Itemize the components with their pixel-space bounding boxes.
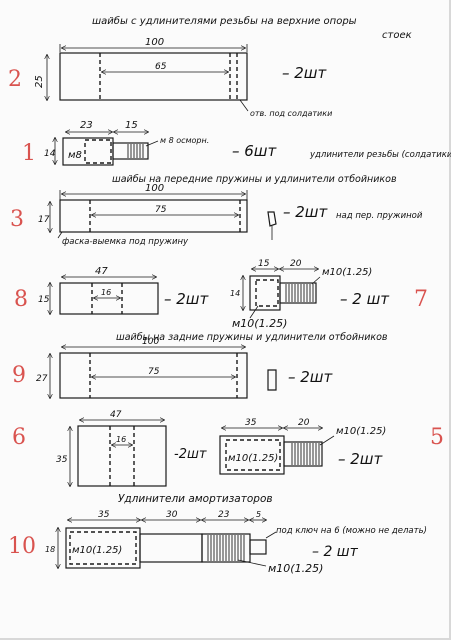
section-7-qty: – 2 шт: [312, 544, 359, 560]
section-1-dim-length: 100: [145, 37, 164, 48]
section-3-qty: – 2шт: [283, 203, 329, 221]
section-5-washer-body: [59, 352, 248, 399]
section-3-note: над пер. пружиной: [336, 211, 423, 221]
section-1-top-washer: шайбы с удлинителями резьбы на верхние о…: [8, 15, 412, 118]
section-5-title: шайбы на задние пружины и удлинители отб…: [116, 332, 388, 343]
section-5-qty: – 2шт: [288, 368, 334, 386]
section-3-dim-length: 100: [145, 183, 164, 194]
section-2-threaded-stud: [112, 142, 149, 160]
section-7-dim-a: 35: [98, 510, 110, 520]
section-6-qty-b: – 2шт: [338, 450, 384, 468]
section-4-thread-b: м10(1.25): [322, 267, 372, 278]
section-3-title: шайбы на передние пружины и удлинители о…: [112, 174, 397, 185]
section-3-front-washer: шайбы на передние пружины и удлинители о…: [10, 174, 423, 247]
section-1-title: шайбы с удлинителями резьбы на верхние о…: [92, 15, 357, 27]
section-7-dim-b: 30: [166, 510, 178, 520]
section-2-dim-a: 23: [80, 120, 93, 131]
section-6-thread-a: м10(1.25): [228, 453, 278, 464]
section-7-body-part: [139, 533, 203, 563]
section-3-washer-body: [59, 199, 248, 233]
section-2-note: удлинители резьбы (солдатики): [309, 150, 451, 160]
section-1-title-cont: стоек: [382, 30, 412, 41]
section-7-hex-end: [249, 539, 267, 555]
section-4-dim-c: 16: [101, 288, 111, 297]
section-5-red-number: 9: [12, 363, 26, 388]
section-5-end-mark: [267, 369, 277, 391]
section-6-dim-b2: 20: [298, 418, 310, 428]
section-4-qty-a: – 2шт: [164, 290, 210, 308]
section-4-extender-head: [249, 275, 281, 311]
section-4-red-number-right: 7: [414, 287, 428, 312]
section-1-red-number: 2: [8, 67, 22, 92]
section-5-dim-inner: 75: [148, 367, 160, 377]
section-6-dim-h: 35: [56, 455, 68, 465]
section-6-extender-stud: [283, 441, 323, 467]
section-6-red-number-right: 5: [430, 425, 444, 450]
section-7-thread-a: м10(1.25): [72, 545, 122, 556]
section-7-note: под ключ на 6 (можно не делать): [276, 526, 427, 536]
section-5-dim-length: 100: [142, 337, 159, 347]
section-7-title: Удлинители амортизаторов: [118, 493, 273, 505]
section-4-dim-h: 15: [38, 295, 50, 305]
section-5-rear-washer: шайбы на задние пружины и удлинители отб…: [12, 332, 388, 398]
section-3-red-number: 3: [10, 207, 24, 232]
section-2-thread-note: м 8 осморн.: [160, 136, 209, 145]
section-3-dim-height: 17: [38, 215, 50, 225]
section-4-qty-b: – 2 шт: [340, 290, 390, 308]
section-7-dim-c: 23: [218, 510, 230, 520]
section-7-thread-b: м10(1.25): [268, 562, 323, 575]
section-6-dim-a: 47: [110, 410, 122, 420]
section-4-dim-bh: 14: [230, 289, 240, 298]
section-2-dim-b: 15: [125, 120, 138, 131]
section-2-qty: – 6шт: [232, 142, 278, 160]
section-7-dim-d: 5: [256, 510, 261, 519]
section-7-red-number: 10: [8, 534, 36, 559]
section-2-dim-h: 14: [44, 149, 56, 159]
section-5-dim-height: 27: [36, 374, 48, 384]
section-2-red-number: 1: [22, 141, 36, 166]
section-4-dim-a: 47: [95, 266, 108, 277]
section-6-dim-b1: 35: [245, 418, 257, 428]
section-2-thread-extender: 1 23 15 14 м8 м 8 осморн. – 6шт удлините…: [22, 120, 451, 166]
section-3-chamfer-mark: [267, 211, 277, 227]
section-6-red-number: 6: [12, 425, 26, 450]
section-7-shock-extenders: Удлинители амортизаторов 10 35 30 23 5 1…: [8, 493, 427, 575]
section-4-thread-a: м10(1.25): [232, 317, 287, 330]
section-6-rear-extenders: 6 5 47 35 16 -2шт 35 20 м10(1.25) м10(1.…: [12, 410, 444, 486]
section-1-note: отв. под солдатики: [250, 109, 332, 118]
section-6-qty-a: -2шт: [174, 447, 207, 462]
section-3-chamfer-note: фаска-выемка под пружину: [62, 237, 189, 247]
section-4-dim-b2: 20: [290, 259, 302, 269]
section-2-thread: м8: [68, 150, 82, 161]
section-1-qty: – 2шт: [282, 64, 328, 82]
section-3-dim-inner: 75: [155, 205, 167, 215]
section-6-washer-body: [77, 425, 167, 487]
section-6-thread-b: м10(1.25): [336, 426, 386, 437]
section-6-dim-c: 16: [116, 435, 126, 444]
section-4-front-extenders: 8 7 47 15 16 – 2шт 15 20 14 м10(1.25) м1…: [14, 259, 428, 330]
section-1-washer-body: [59, 52, 248, 101]
section-4-dim-b1: 15: [258, 259, 270, 269]
section-4-red-number: 8: [14, 287, 28, 312]
section-7-dim-h: 18: [45, 545, 55, 554]
section-4-extender-stud: [279, 282, 317, 304]
section-4-washer-body: [59, 282, 159, 315]
section-1-dim-height: 25: [34, 75, 45, 88]
section-1-dim-inner: 65: [155, 62, 167, 72]
